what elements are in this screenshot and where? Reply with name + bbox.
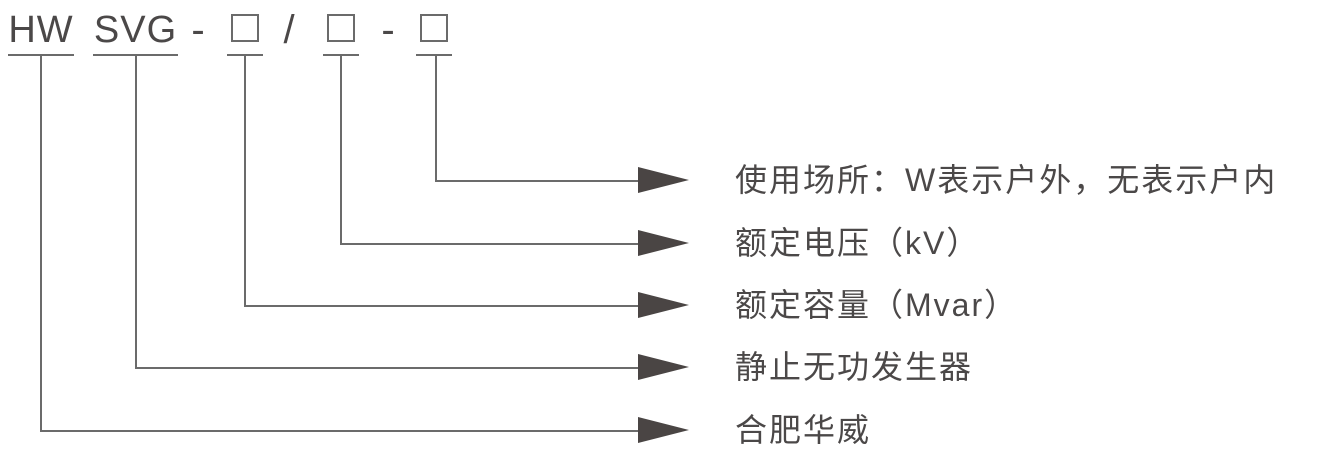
arrow-right-icon	[638, 354, 689, 380]
connector-line-rated-capacity	[244, 56, 640, 307]
placeholder-box-icon	[420, 14, 448, 42]
code-separator-dash-1: -	[191, 8, 205, 52]
connector-line-manufacturer	[40, 56, 640, 432]
code-prefix-text: HW	[8, 9, 74, 51]
arrow-right-icon	[638, 417, 689, 443]
code-type-svg: SVG	[93, 10, 178, 56]
label-usage-location: 使用场所：W表示户外，无表示户内	[735, 162, 1278, 198]
code-placeholder-voltage	[323, 12, 359, 56]
label-manufacturer: 合肥华威	[735, 412, 872, 448]
code-separator-slash: /	[283, 8, 295, 52]
label-rated-capacity: 额定容量（Mvar）	[735, 287, 1019, 323]
connector-line-rated-voltage	[340, 56, 640, 245]
placeholder-box-icon	[327, 14, 355, 42]
arrow-right-icon	[638, 292, 689, 318]
code-separator-dash-2: -	[381, 8, 395, 52]
code-prefix-hw: HW	[8, 10, 74, 56]
connector-line-svg-meaning	[135, 56, 640, 369]
connector-line-usage-location	[435, 56, 640, 182]
label-rated-voltage: 额定电压（kV）	[735, 225, 981, 261]
placeholder-box-icon	[231, 14, 259, 42]
code-type-text: SVG	[93, 9, 178, 51]
arrow-right-icon	[638, 167, 689, 193]
label-svg-meaning: 静止无功发生器	[735, 349, 974, 385]
code-placeholder-location	[416, 12, 452, 56]
arrow-right-icon	[638, 230, 689, 256]
code-placeholder-capacity	[227, 12, 263, 56]
